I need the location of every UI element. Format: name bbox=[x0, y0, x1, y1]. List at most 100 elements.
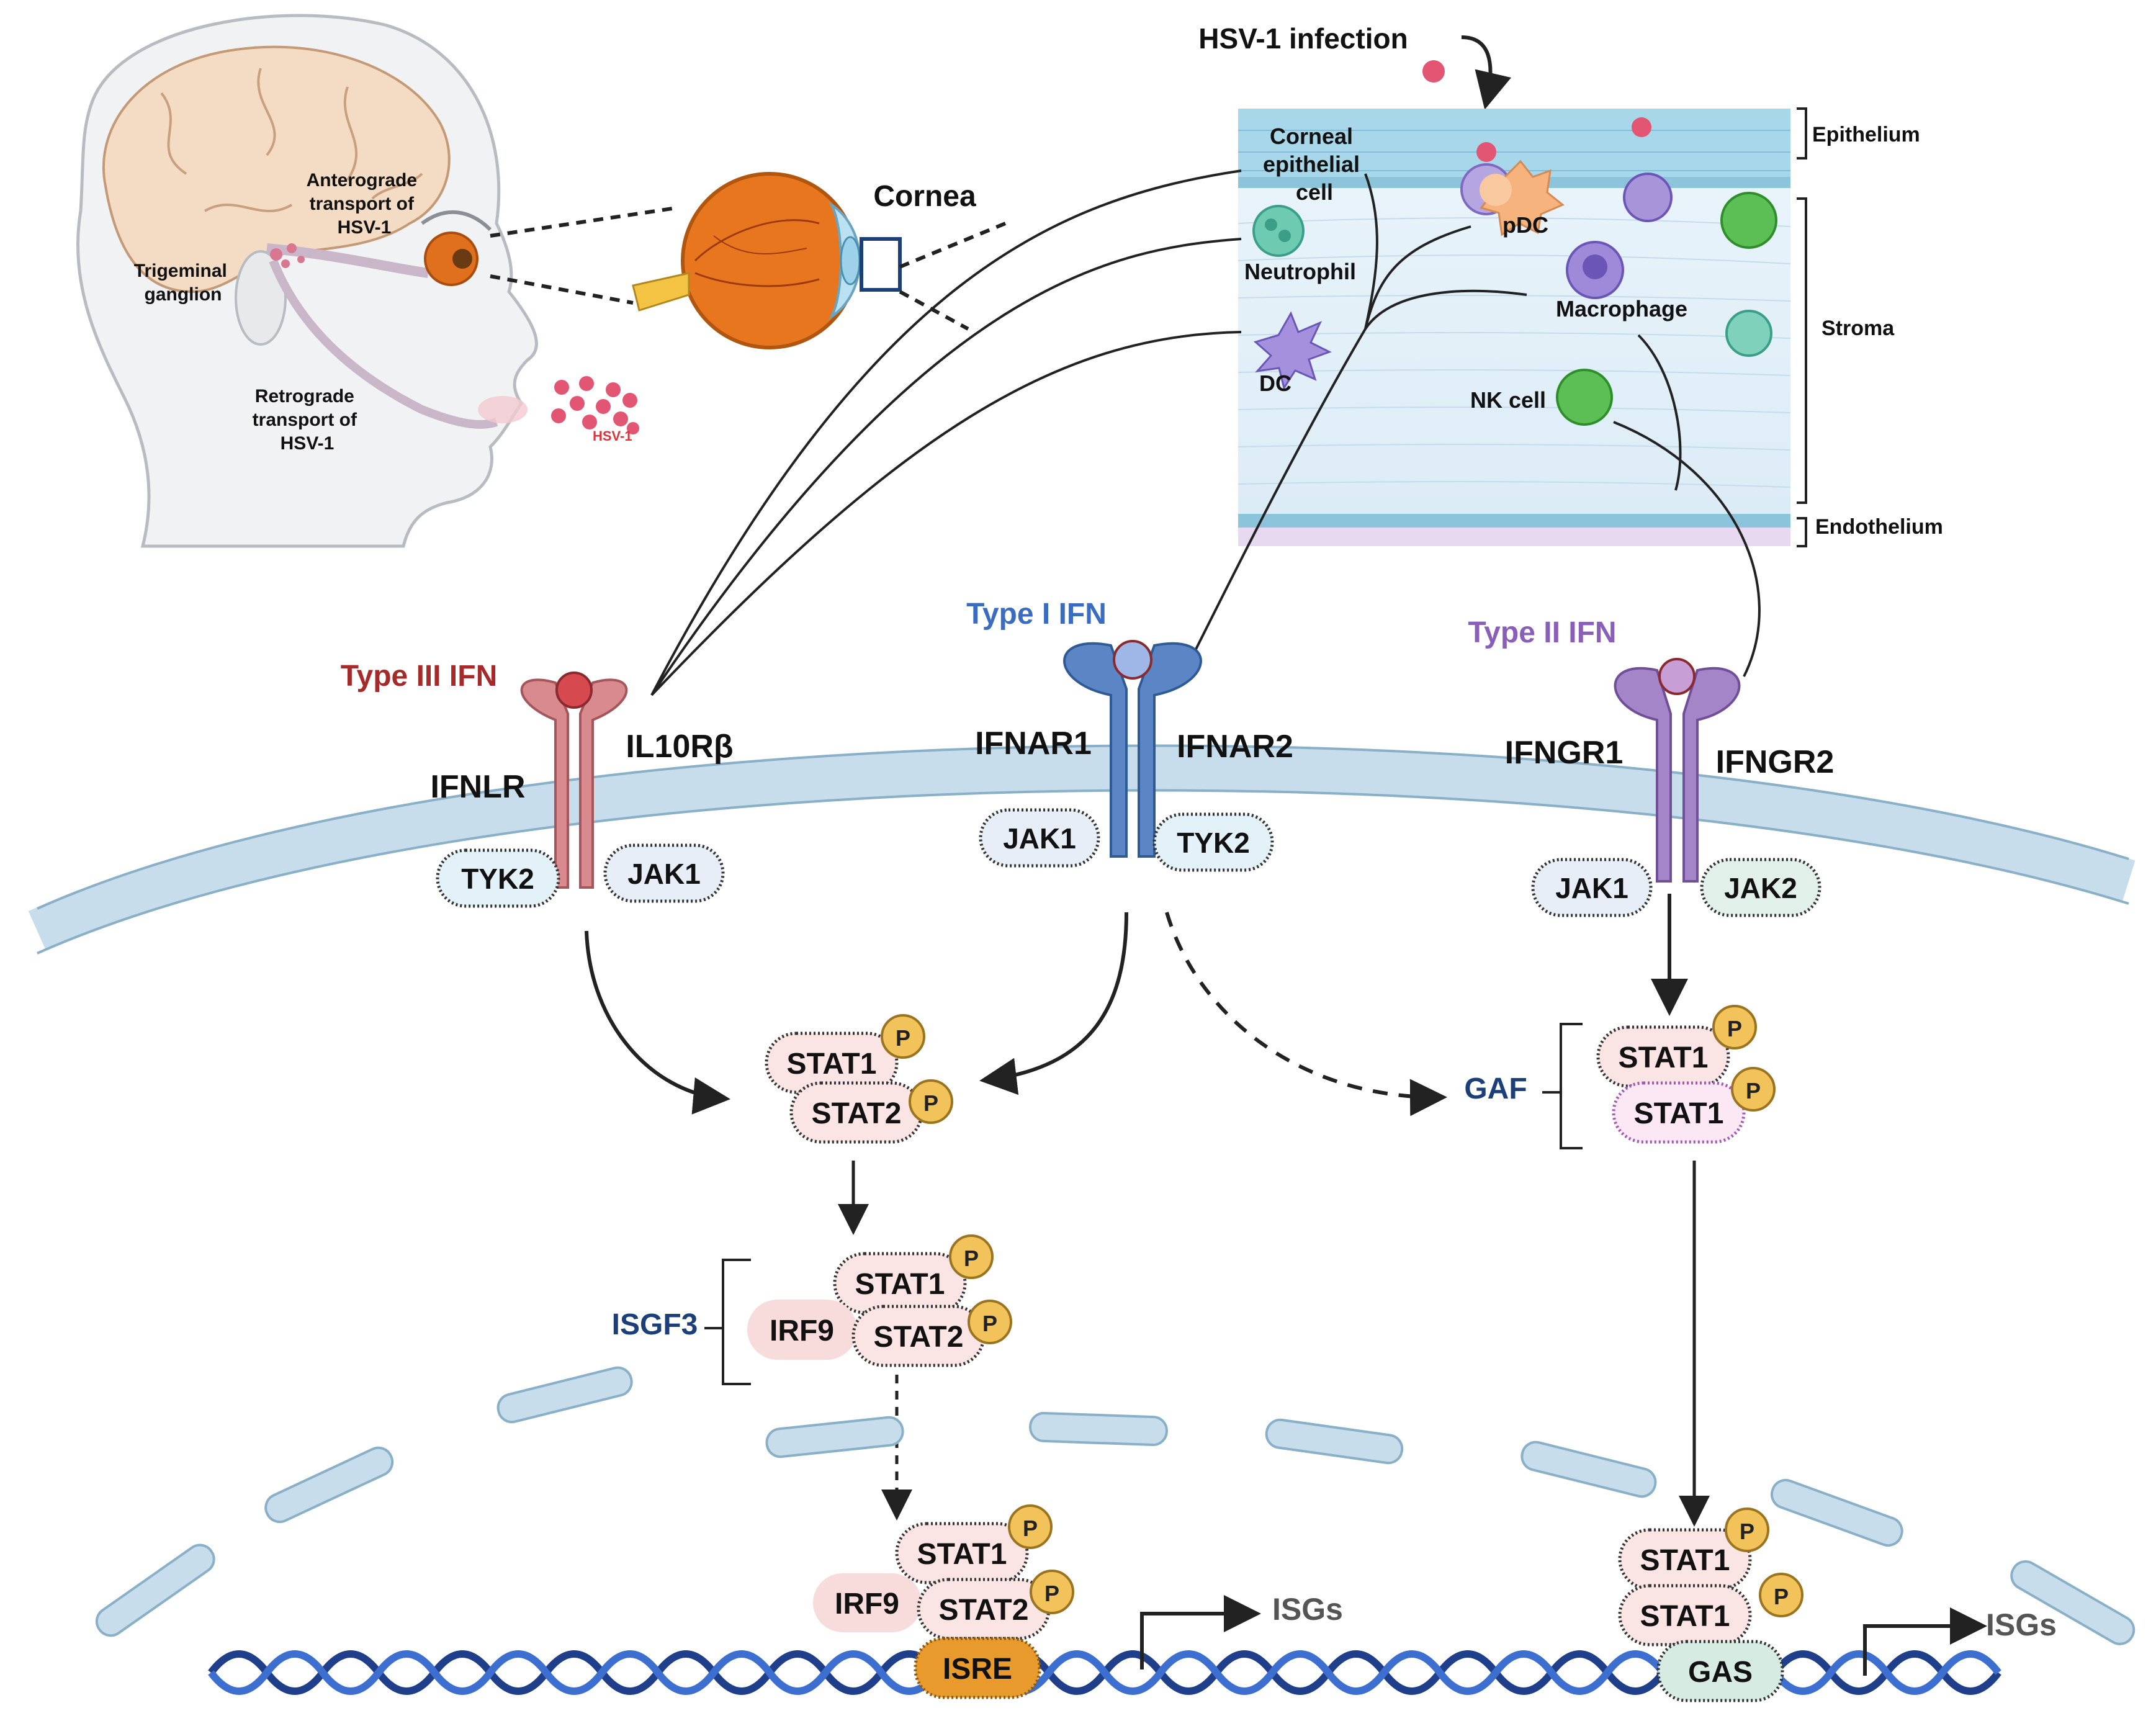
svg-text:IRF9: IRF9 bbox=[835, 1588, 899, 1620]
retrograde-label: Retrograde transport of HSV-1 bbox=[253, 386, 362, 454]
type3-left-label: IFNLR bbox=[430, 769, 525, 805]
svg-text:TYK2: TYK2 bbox=[461, 863, 534, 895]
head-eye bbox=[424, 231, 478, 286]
isre-element: ISRE bbox=[914, 1637, 1041, 1699]
type2-kinase-left: JAK1 bbox=[1531, 858, 1653, 917]
svg-text:STAT1: STAT1 bbox=[1640, 1600, 1730, 1633]
eyeball bbox=[681, 172, 858, 349]
isgs-label-left: ISGs bbox=[1272, 1592, 1343, 1627]
head-panel: HSV-1 Anterograde transport of HSV-1 Tri… bbox=[76, 14, 677, 548]
stat-dimer-cytoplasm: STAT1 STAT2 P P bbox=[765, 1014, 953, 1144]
isgf3-label: ISGF3 bbox=[612, 1308, 698, 1341]
virus-label: HSV-1 bbox=[593, 428, 632, 444]
receptor-type3: Type III IFN IFNLR IL10Rβ bbox=[341, 660, 734, 889]
svg-text:ISRE: ISRE bbox=[943, 1653, 1012, 1686]
type3-title: Type III IFN bbox=[341, 660, 497, 693]
svg-text:JAK2: JAK2 bbox=[1724, 872, 1797, 904]
type2-right-label: IFNGR2 bbox=[1716, 744, 1835, 780]
type3-kinase-left: TYK2 bbox=[436, 848, 560, 908]
nuclear-envelope bbox=[95, 1366, 2136, 1645]
cornea-zoom-line-top bbox=[899, 222, 1007, 269]
gaf-label: GAF bbox=[1464, 1072, 1527, 1105]
svg-text:P: P bbox=[1774, 1584, 1789, 1609]
kinases: TYK2 JAK1 JAK1 TYK2 JAK1 JAK2 bbox=[436, 808, 1821, 917]
svg-text:P: P bbox=[1740, 1519, 1754, 1544]
svg-text:STAT1: STAT1 bbox=[1634, 1097, 1724, 1130]
type1-left-label: IFNAR1 bbox=[975, 726, 1092, 762]
zoom-line-bottom bbox=[490, 274, 634, 305]
type2-left-label: IFNGR1 bbox=[1505, 735, 1624, 771]
signaling-arrows bbox=[585, 894, 1710, 1527]
cornea-title: Cornea bbox=[873, 180, 976, 213]
cornea-zoom-box bbox=[860, 237, 902, 292]
type3-ligand bbox=[555, 672, 593, 709]
anterograde-label: Anterograde transport of HSV-1 bbox=[307, 170, 423, 238]
endothelium-label: Endothelium bbox=[1815, 515, 1943, 539]
stroma-label: Stroma bbox=[1821, 317, 1895, 340]
svg-text:P: P bbox=[964, 1246, 979, 1271]
gaf-nuclear: STAT1 STAT1 P P bbox=[1618, 1508, 1803, 1647]
isgf3-complex: ISGF3 STAT1 IRF9 STAT2 P P bbox=[612, 1234, 1012, 1385]
isgs-label-right: ISGs bbox=[1986, 1607, 2057, 1642]
receptor-type1: Type I IFN IFNAR1 IFNAR2 bbox=[966, 598, 1293, 858]
neutrophil-cell-2 bbox=[1725, 310, 1772, 357]
virus-particle bbox=[1422, 60, 1445, 83]
macrophage-cell bbox=[1566, 241, 1624, 299]
svg-text:STAT2: STAT2 bbox=[939, 1594, 1029, 1627]
svg-text:P: P bbox=[1746, 1078, 1761, 1103]
svg-text:STAT1: STAT1 bbox=[917, 1538, 1007, 1571]
eye-detail: Cornea bbox=[632, 172, 1007, 349]
svg-text:STAT1: STAT1 bbox=[1619, 1041, 1709, 1074]
nk-cell bbox=[1556, 369, 1613, 426]
svg-text:TYK2: TYK2 bbox=[1177, 827, 1250, 859]
svg-text:STAT2: STAT2 bbox=[874, 1321, 964, 1354]
epithelial-cell-label: Corneal epithelial cell bbox=[1263, 124, 1366, 205]
macrophage-label: Macrophage bbox=[1556, 296, 1687, 321]
brain bbox=[102, 45, 451, 294]
infection-label: HSV-1 infection bbox=[1198, 22, 1408, 55]
isgf3-nuclear: STAT1 IRF9 STAT2 P P bbox=[813, 1504, 1074, 1640]
svg-text:STAT1: STAT1 bbox=[855, 1268, 945, 1301]
nerve-maxillary bbox=[269, 259, 498, 429]
svg-text:GAS: GAS bbox=[1688, 1656, 1753, 1689]
zoom-line-top bbox=[490, 206, 677, 238]
virus-particle-epithelium bbox=[1632, 117, 1651, 137]
cell-membrane bbox=[28, 746, 2136, 951]
svg-text:JAK1: JAK1 bbox=[1555, 872, 1628, 904]
dc-label: DC bbox=[1259, 371, 1291, 396]
svg-text:P: P bbox=[1023, 1516, 1038, 1541]
svg-text:JAK1: JAK1 bbox=[627, 858, 701, 890]
type1-ligand bbox=[1113, 640, 1152, 680]
type3-kinase-right: JAK1 bbox=[603, 843, 725, 903]
transcription-arrows bbox=[1140, 1595, 1987, 1676]
dc-cell bbox=[1253, 311, 1332, 390]
neutrophil-cell bbox=[1252, 205, 1305, 257]
nk-label: NK cell bbox=[1470, 387, 1546, 413]
svg-text:STAT2: STAT2 bbox=[812, 1097, 902, 1130]
type1-kinase-right: TYK2 bbox=[1152, 812, 1274, 872]
cornea-zoom-line-bottom bbox=[899, 290, 969, 331]
type2-title: Type II IFN bbox=[1468, 616, 1616, 649]
macrophage-cell-2 bbox=[1623, 173, 1673, 222]
neutrophil-label: Neutrophil bbox=[1244, 259, 1356, 284]
svg-text:P: P bbox=[1044, 1581, 1059, 1606]
type1-kinase-left: JAK1 bbox=[979, 808, 1100, 868]
receptor-type2: Type II IFN IFNGR1 IFNGR2 bbox=[1468, 616, 1835, 883]
ear bbox=[235, 250, 287, 346]
type2-kinase-right: JAK2 bbox=[1700, 858, 1821, 917]
type1-right-label: IFNAR2 bbox=[1177, 729, 1293, 765]
svg-text:JAK1: JAK1 bbox=[1003, 822, 1076, 855]
svg-text:P: P bbox=[896, 1025, 910, 1051]
epithelium-label: Epithelium bbox=[1812, 123, 1920, 146]
svg-text:P: P bbox=[923, 1090, 938, 1116]
svg-text:P: P bbox=[982, 1311, 997, 1336]
brain-folds bbox=[160, 68, 423, 212]
type2-ligand bbox=[1658, 658, 1696, 695]
type3-right-label: IL10Rβ bbox=[626, 729, 733, 765]
trigeminal-label: Trigeminal ganglion bbox=[134, 261, 232, 305]
svg-text:STAT1: STAT1 bbox=[787, 1048, 877, 1081]
cornea-panel: HSV-1 infection bbox=[1198, 22, 1943, 547]
pdc-label: pDC bbox=[1502, 212, 1548, 238]
virus-cluster bbox=[551, 376, 639, 434]
infection-arrow bbox=[1461, 35, 1512, 110]
